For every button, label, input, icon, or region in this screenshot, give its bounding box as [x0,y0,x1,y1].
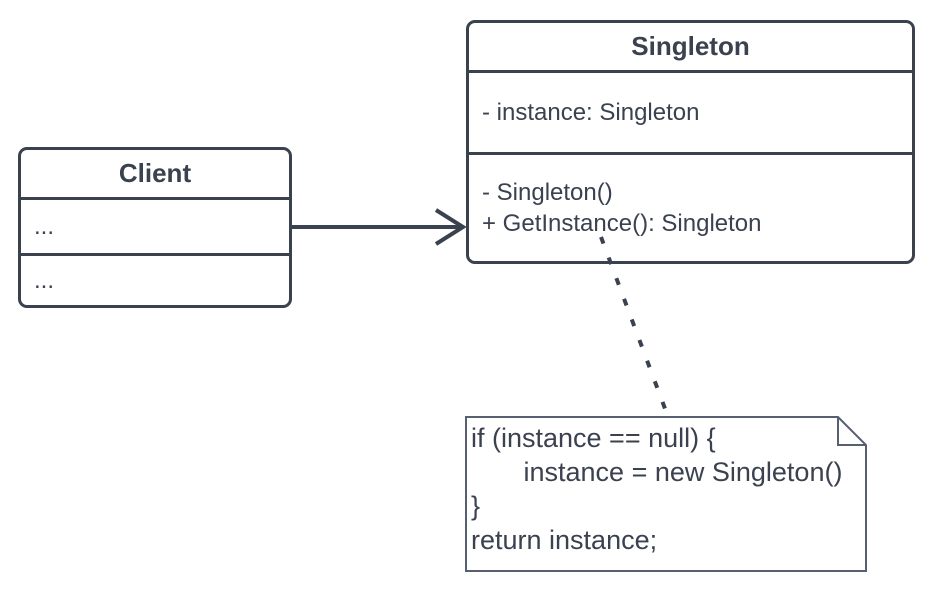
client-method-placeholder: ... [34,267,55,294]
singleton-method-getinstance: + GetInstance(): Singleton [482,210,762,237]
class-box-singleton[interactable]: Singleton - instance: Singleton - Single… [466,20,915,264]
singleton-method-constructor: - Singleton() [482,179,613,206]
note-code-line-4: return instance; [471,525,658,555]
class-box-client[interactable]: Client ... ... [18,147,292,308]
open-arrowhead-icon [434,208,467,246]
note-code-line-3: } [471,491,481,521]
singleton-class-title: Singleton [469,23,912,73]
client-attribute-placeholder: ... [34,213,55,240]
client-class-title: Client [21,150,289,200]
client-methods-compartment: ... [21,256,289,305]
singleton-attribute-instance: - instance: Singleton [482,99,700,126]
singleton-attributes-compartment: - instance: Singleton [469,73,912,155]
note-code-text: if (instance == null) { instance = new S… [471,421,859,557]
client-attributes-compartment: ... [21,200,289,256]
note-code-line-1: if (instance == null) { [471,423,716,453]
note-code-line-2: instance = new Singleton() [471,457,843,487]
singleton-methods-compartment: - Singleton() + GetInstance(): Singleton [469,155,912,261]
